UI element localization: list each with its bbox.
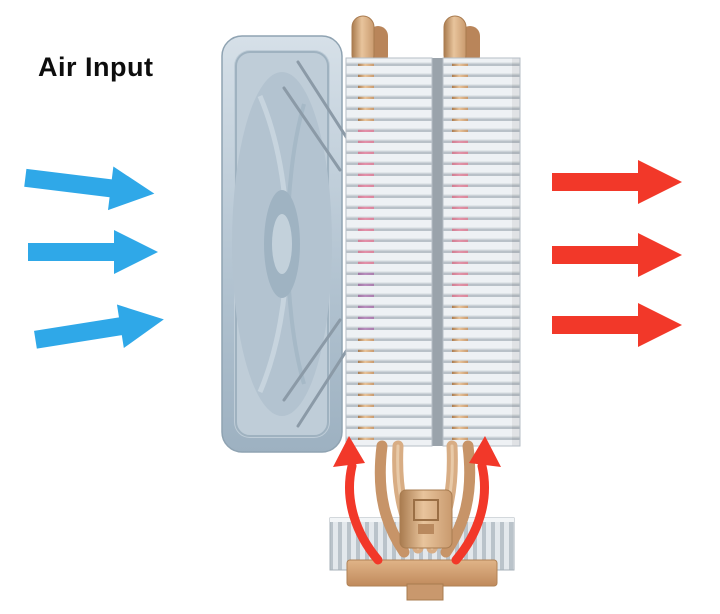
air-output-arrows	[552, 160, 682, 347]
recirculation-arrow-left	[345, 461, 383, 565]
cooling-fan	[221, 35, 343, 453]
air-input-arrow-icon-2	[28, 230, 158, 274]
junction-detail	[418, 524, 434, 534]
recirculation-arrows	[333, 436, 501, 565]
air-output-arrow-icon-2	[552, 233, 682, 277]
fin-stack-outline	[345, 57, 433, 447]
recirculation-arrow-right-head	[469, 436, 501, 467]
recirculation-arrow-left-head	[333, 436, 365, 467]
heatsink-fin-stack	[345, 57, 521, 447]
junction-notch	[413, 499, 439, 521]
air-input-arrow-icon-1	[22, 156, 158, 216]
fin-stack-right	[443, 58, 520, 446]
base-bottom-tab	[406, 583, 444, 601]
air-input-arrow-icon-3	[32, 297, 168, 362]
fan-clip-wire	[282, 86, 342, 172]
fan-clip-wire	[296, 60, 354, 148]
air-output-arrow-icon-1	[552, 160, 682, 204]
fan-clip-wire	[296, 340, 354, 428]
air-output-arrow-icon-3	[552, 303, 682, 347]
heat-pipe-tops	[351, 15, 480, 67]
fin-stack-shading	[512, 58, 520, 446]
fin-stack-gap	[432, 58, 443, 446]
recirculation-arrow-right	[451, 461, 489, 565]
pipe-junction-block	[399, 489, 453, 549]
fan-clip-wire	[282, 318, 342, 402]
fan-hub-cap	[272, 214, 292, 274]
heat-pipe	[374, 440, 410, 558]
air-input-arrows	[22, 156, 168, 362]
fin-stack-left	[346, 58, 432, 446]
air-input-label: Air Input	[38, 52, 154, 82]
base-copper-plate	[346, 559, 498, 587]
